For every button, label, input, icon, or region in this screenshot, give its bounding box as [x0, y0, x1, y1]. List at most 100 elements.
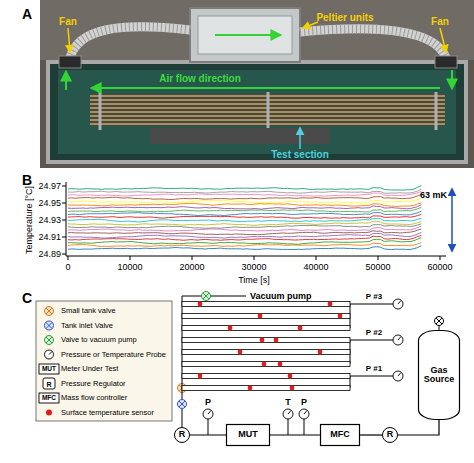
valve-green-inline	[202, 292, 211, 301]
gas-tube	[182, 338, 350, 343]
tube-manifold	[350, 304, 393, 305]
tube-manifold	[439, 326, 440, 330]
legend-text: Small tank valve	[61, 307, 116, 315]
text-label: P #1	[366, 365, 382, 373]
gas-tube	[182, 374, 350, 379]
photo-background	[40, 0, 474, 168]
temperature-trace	[68, 189, 421, 193]
test-stand	[150, 128, 330, 144]
tube-support	[100, 92, 436, 130]
chart-axis	[62, 220, 66, 221]
surface-sensor	[198, 302, 343, 391]
gas-tube	[182, 326, 350, 331]
pointer-arrow	[440, 28, 446, 52]
test-stand	[150, 128, 330, 144]
text-label: 24.97	[38, 182, 61, 191]
text-label: Test section	[271, 150, 329, 160]
pipe-line	[190, 434, 226, 435]
valve-orange	[45, 307, 187, 393]
tube-support	[99, 92, 102, 130]
legend-sample-box	[39, 393, 59, 403]
valve-blue	[46, 323, 52, 329]
node-text: MFC	[330, 430, 350, 439]
fan-unit	[59, 56, 81, 68]
enclosure	[48, 62, 466, 162]
pressure-gauge	[283, 409, 293, 419]
node-text: MUT	[238, 430, 258, 439]
surface-sensor	[274, 338, 279, 343]
flex-duct	[300, 29, 446, 58]
text-label: 60000	[427, 263, 452, 272]
valve-blue-inline	[178, 400, 187, 409]
source-valve	[436, 318, 442, 324]
valve-green-inline	[203, 293, 209, 299]
pressure-gauge	[398, 301, 401, 305]
valve-green	[45, 336, 54, 345]
surface-sensor	[248, 386, 253, 391]
peltier-box	[190, 8, 300, 62]
chart-axis	[316, 256, 317, 260]
pressure-gauge	[203, 409, 213, 419]
gas-tube	[182, 350, 350, 355]
legend-swatch	[46, 410, 52, 416]
pressure-gauge	[398, 373, 401, 377]
tube-manifold	[288, 419, 289, 435]
probe-gauge	[45, 350, 54, 359]
surface-sensor	[260, 338, 265, 343]
gas-tube	[182, 302, 350, 391]
text-label: 63 mK	[420, 191, 447, 200]
photo-background	[40, 0, 474, 168]
node-outline	[419, 331, 460, 420]
text-label: Air flow direction	[159, 74, 241, 84]
surface-sensor	[238, 350, 243, 355]
test-section-arrow	[299, 128, 301, 149]
valve-green-inline	[202, 292, 211, 301]
flex-duct	[70, 27, 446, 58]
text-label: 0	[65, 263, 70, 272]
chart-axis	[66, 182, 67, 256]
valve-green-inline	[203, 293, 209, 299]
text-label: R	[46, 380, 51, 387]
temperature-trace	[68, 235, 421, 240]
source-valve	[435, 317, 444, 326]
text-label: P #3	[366, 293, 382, 301]
text-label: MUT	[42, 366, 56, 373]
duct-ribs	[300, 29, 446, 58]
surface-sensor	[262, 362, 267, 367]
valve-orange	[46, 308, 52, 314]
surface-sensor	[258, 314, 263, 319]
text-label: T	[285, 398, 291, 407]
fan-unit	[435, 56, 457, 68]
text-label: P	[301, 398, 307, 407]
gas-tube	[182, 386, 350, 391]
text-label: Peltier units	[316, 13, 373, 23]
tube-manifold	[304, 419, 305, 435]
range-arrow	[451, 189, 453, 251]
peltier-box	[190, 8, 300, 62]
pointer-arrow	[68, 28, 70, 52]
valve-blue-inline	[179, 401, 185, 407]
probe-gauge	[49, 352, 52, 355]
pressure-gauge	[398, 337, 401, 341]
valve-blue	[46, 323, 52, 329]
chart-axis	[62, 254, 66, 255]
pointer-arrow	[68, 22, 446, 52]
tube-manifold	[182, 296, 439, 435]
text-label: 24.89	[38, 250, 61, 259]
fan-unit	[59, 56, 457, 68]
text-label: B	[22, 173, 32, 187]
node-outline	[175, 428, 190, 443]
duct-ribs	[70, 27, 446, 58]
enclosure	[48, 62, 466, 162]
surface-sensor	[288, 374, 293, 379]
valve-blue	[45, 321, 54, 330]
surface-sensor	[298, 326, 303, 331]
valve-orange	[45, 307, 54, 316]
duct-ribs	[70, 27, 190, 58]
chart-axis	[62, 182, 446, 260]
chart-axis	[68, 256, 69, 260]
tube-support	[435, 92, 438, 130]
text-label: 24.95	[38, 199, 61, 208]
legend-text: Valve to vacuum pump	[61, 336, 137, 344]
chart-axis	[62, 203, 66, 204]
